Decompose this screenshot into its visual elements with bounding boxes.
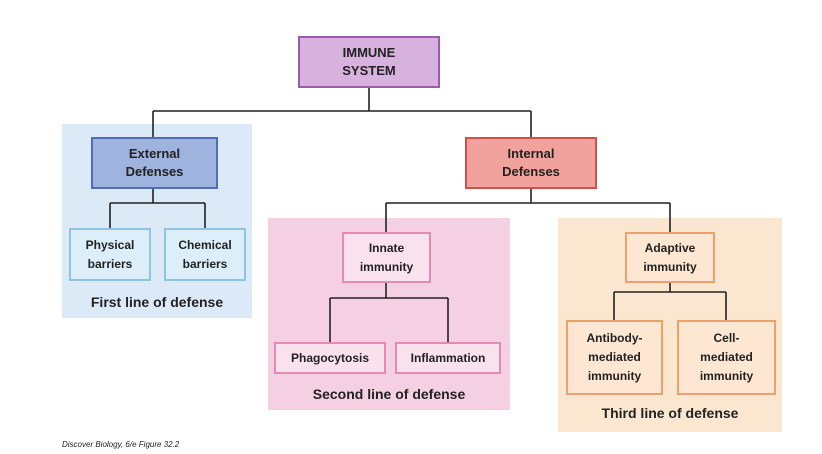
adaptive-immunity-node: Adaptive immunity — [625, 232, 715, 283]
inflammation-node: Inflammation — [395, 342, 501, 374]
external-defenses-node: External Defenses — [91, 137, 218, 189]
innate-immunity-node: Innate immunity — [342, 232, 431, 283]
chemical-barriers-node: Chemical barriers — [164, 228, 246, 281]
connector-internal — [385, 188, 671, 232]
connector-external — [109, 188, 206, 228]
physical-barriers-node: Physical barriers — [69, 228, 151, 281]
first-line-caption: First line of defense — [90, 294, 224, 310]
figure-credit: Discover Biology, 6/e Figure 32.2 — [62, 440, 180, 449]
cell-mediated-node: Cell- mediated immunity — [677, 320, 776, 395]
third-line-caption: Third line of defense — [601, 405, 739, 421]
phagocytosis-node: Phagocytosis — [274, 342, 386, 374]
immune-system-node: IMMUNE SYSTEM — [298, 36, 440, 88]
antibody-mediated-node: Antibody- mediated immunity — [566, 320, 663, 395]
second-line-caption: Second line of defense — [312, 386, 466, 402]
internal-defenses-node: Internal Defenses — [465, 137, 597, 189]
connector-adaptive — [613, 282, 727, 320]
connector-innate — [329, 282, 449, 342]
connector-root — [152, 87, 532, 137]
